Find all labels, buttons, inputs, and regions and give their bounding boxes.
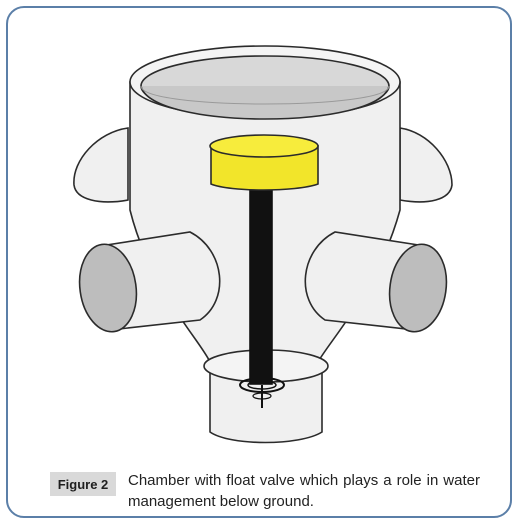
float-top — [209, 134, 319, 158]
inner-wall — [140, 85, 390, 120]
bottom-outlet — [209, 365, 323, 444]
figure-caption: Figure 2 Chamber with float valve which … — [50, 468, 480, 518]
chamber-illustration — [73, 45, 453, 444]
caption-text: Chamber with float valve which plays a r… — [128, 472, 480, 510]
float-rod — [249, 185, 273, 385]
left-pipe-opening — [78, 243, 138, 333]
right-flange — [399, 127, 453, 203]
figure-label: Figure 2 — [50, 472, 116, 496]
left-flange — [73, 127, 129, 203]
yellow-float — [210, 145, 319, 191]
right-pipe-opening — [388, 243, 448, 333]
